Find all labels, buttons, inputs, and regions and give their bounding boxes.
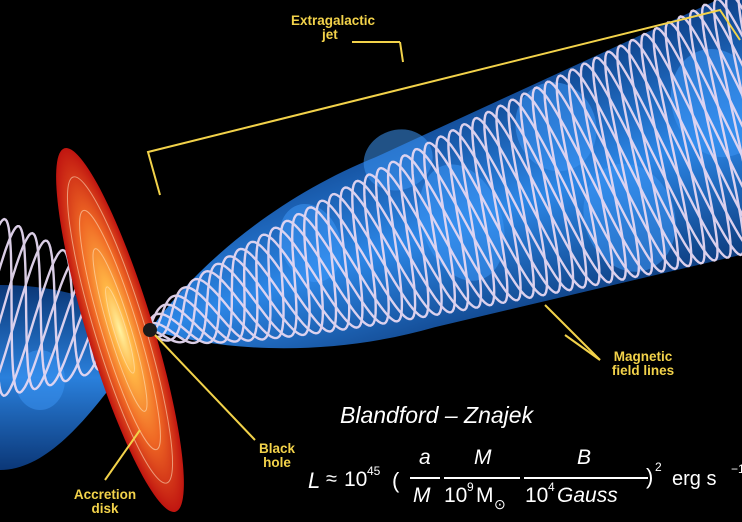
formula-frac3-den-unit: Gauss xyxy=(557,484,618,508)
formula-frac3-den-base: 10 xyxy=(525,484,548,508)
label-jet-line1: Extragalactic xyxy=(278,14,388,28)
label-extragalactic-jet: Extragalactic jet xyxy=(278,14,388,42)
formula-frac2-den-unit: M xyxy=(476,484,494,508)
label-jet-line2: jet xyxy=(278,28,388,42)
formula-coef-base: 10 xyxy=(344,468,367,492)
formula-frac2-den-base: 10 xyxy=(444,484,467,508)
label-blackhole-line2: hole xyxy=(249,456,305,470)
label-magnetic-line2: field lines xyxy=(598,364,688,378)
formula-frac3-num: B xyxy=(577,446,591,470)
blandford-znajek-formula: L ≈ 10 45 ( a M M 10 9 M ⊙ B 10 4 Gauss … xyxy=(306,446,742,522)
formula-frac2-num: M xyxy=(474,446,492,470)
formula-power: 2 xyxy=(655,460,662,474)
formula-coef-exp: 45 xyxy=(367,464,380,478)
label-blackhole-line1: Black xyxy=(249,442,305,456)
formula-units-exp: −1 xyxy=(731,462,742,476)
black-hole-core xyxy=(143,323,157,337)
formula-frac1-bar xyxy=(410,477,440,479)
label-magnetic-field-lines: Magnetic field lines xyxy=(598,350,688,378)
formula-close-paren: ) xyxy=(646,464,653,490)
formula-frac3-bar xyxy=(524,477,648,479)
formula-title: Blandford – Znajek xyxy=(340,402,533,429)
formula-open-paren: ( xyxy=(392,468,399,494)
formula-frac1-num: a xyxy=(419,446,431,470)
formula-units: erg s xyxy=(672,468,716,491)
label-magnetic-line1: Magnetic xyxy=(598,350,688,364)
formula-frac3-den-exp: 4 xyxy=(548,480,555,494)
formula-frac2-bar xyxy=(444,477,520,479)
formula-frac2-den-sub: ⊙ xyxy=(494,496,506,513)
label-accretion-line1: Accretion xyxy=(60,488,150,502)
formula-frac1-den: M xyxy=(413,484,431,508)
magnetic-pointer-1 xyxy=(545,305,600,360)
formula-lhs: L xyxy=(308,468,320,494)
label-accretion-line2: disk xyxy=(60,502,150,516)
magnetic-pointer-2 xyxy=(565,335,600,360)
formula-frac2-den-exp: 9 xyxy=(467,480,474,494)
label-accretion-disk: Accretion disk xyxy=(60,488,150,516)
label-black-hole: Black hole xyxy=(249,442,305,470)
formula-approx: ≈ xyxy=(326,468,337,491)
